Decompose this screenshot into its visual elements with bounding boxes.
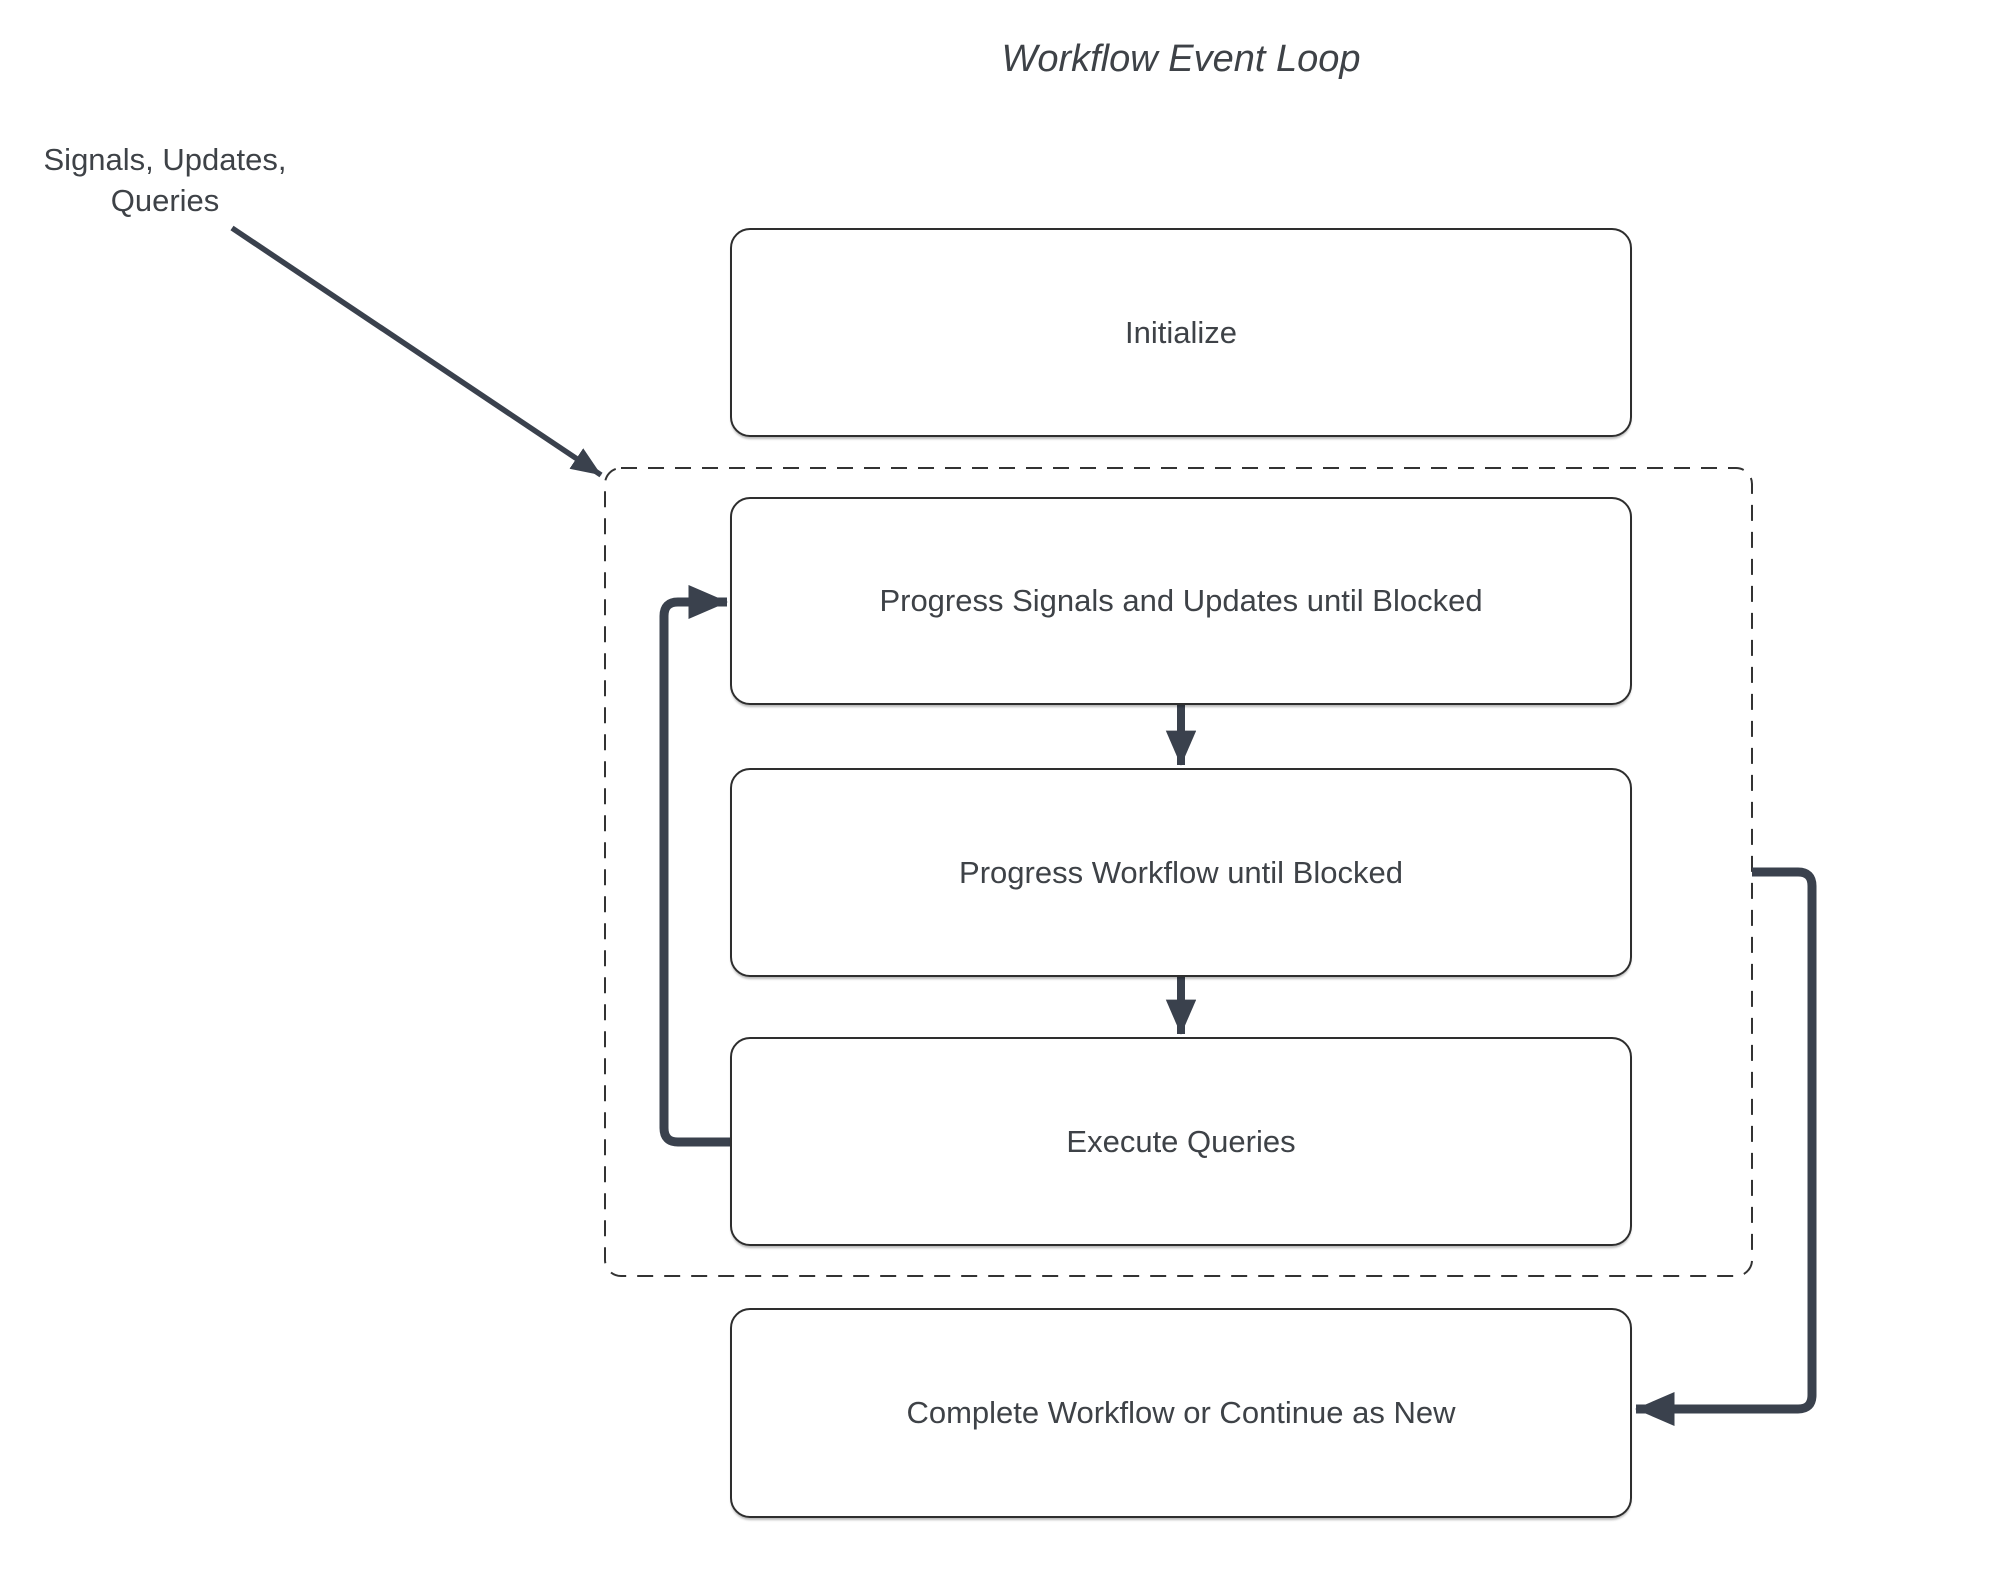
signals-label-line1: Signals, Updates, <box>43 142 287 177</box>
node-progress-signals: Progress Signals and Updates until Block… <box>730 497 1632 705</box>
edge-queries-back-to-signals <box>659 584 730 1147</box>
node-initialize: Initialize <box>730 228 1632 437</box>
node-progress-workflow: Progress Workflow until Blocked <box>730 768 1632 977</box>
node-complete-workflow: Complete Workflow or Continue as New <box>730 1308 1632 1518</box>
signals-updates-queries-label: Signals, Updates, Queries <box>20 140 310 222</box>
edge-signals-to-loop <box>230 225 603 478</box>
edge-workflow-to-complete <box>1635 867 1817 1427</box>
diagram-title: Workflow Event Loop <box>1001 38 1361 80</box>
node-execute-queries: Execute Queries <box>730 1037 1632 1246</box>
signals-label-line2: Queries <box>110 182 220 218</box>
